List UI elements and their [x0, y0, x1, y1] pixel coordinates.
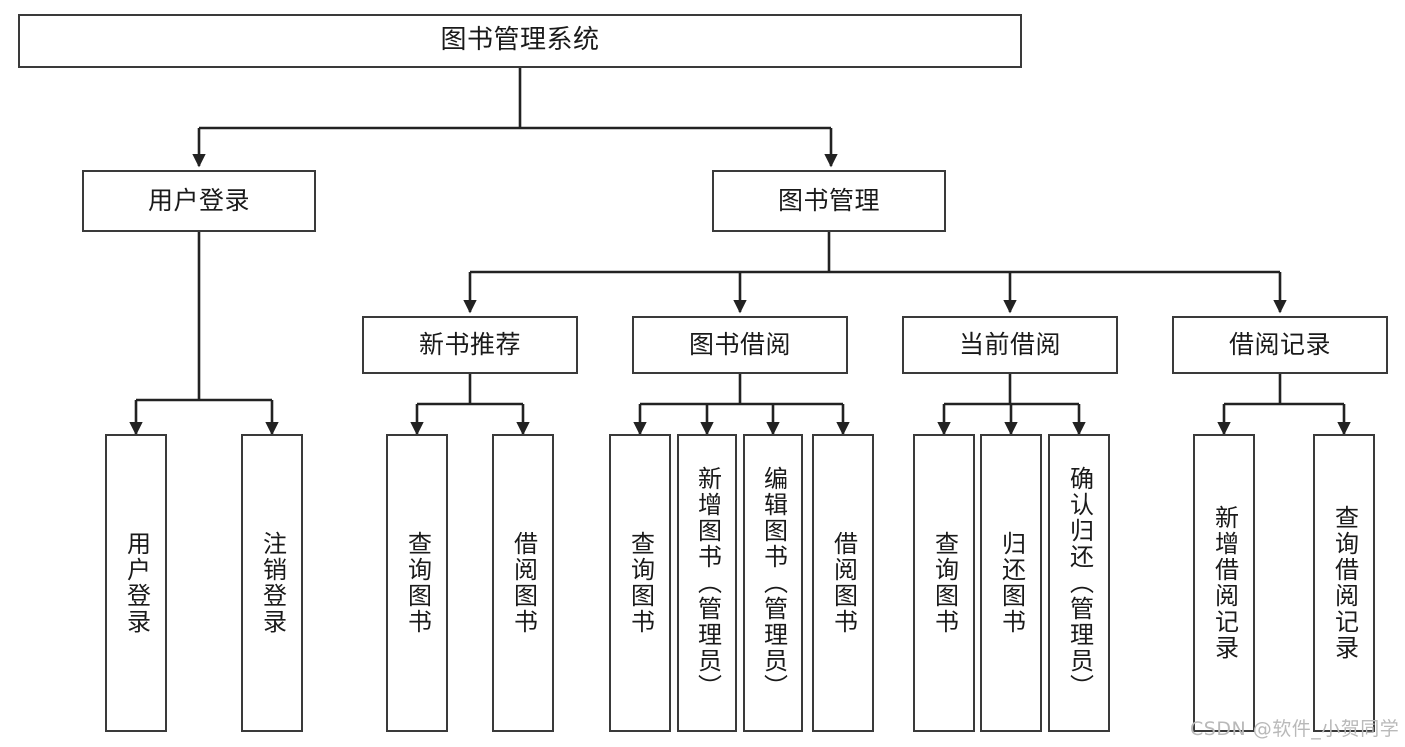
node-leaf-query-book-2-label: 查询图书	[626, 531, 655, 635]
node-leaf-borrow-book-1-label: 借阅图书	[509, 531, 538, 635]
node-leaf-query-book-1[interactable]: 查询图书	[386, 434, 448, 732]
node-leaf-confirm-return[interactable]: 确认归还（管理员）	[1048, 434, 1110, 732]
node-leaf-user-login[interactable]: 用户登录	[105, 434, 167, 732]
node-leaf-add-book[interactable]: 新增图书（管理员）	[677, 434, 737, 732]
node-leaf-borrow-book-2-label: 借阅图书	[829, 531, 858, 635]
node-book-borrow-label: 图书借阅	[688, 329, 791, 359]
csdn-watermark: CSDN @软件_小贺同学	[1190, 718, 1400, 740]
node-current-borrow-label: 当前借阅	[958, 329, 1061, 359]
node-leaf-query-book-3[interactable]: 查询图书	[913, 434, 975, 732]
node-current-borrow[interactable]: 当前借阅	[902, 316, 1118, 374]
node-leaf-add-book-label: 新增图书（管理员）	[693, 466, 722, 700]
node-leaf-confirm-return-label: 确认归还（管理员）	[1065, 466, 1094, 700]
node-leaf-query-book-1-label: 查询图书	[403, 531, 432, 635]
node-leaf-return-book-label: 归还图书	[997, 531, 1026, 635]
node-leaf-add-record[interactable]: 新增借阅记录	[1193, 434, 1255, 732]
node-borrow-record-label: 借阅记录	[1228, 329, 1331, 359]
node-leaf-edit-book-label: 编辑图书（管理员）	[759, 466, 788, 700]
node-leaf-query-book-2[interactable]: 查询图书	[609, 434, 671, 732]
node-leaf-logout-login[interactable]: 注销登录	[241, 434, 303, 732]
node-leaf-borrow-book-2[interactable]: 借阅图书	[812, 434, 874, 732]
node-leaf-return-book[interactable]: 归还图书	[980, 434, 1042, 732]
node-book-borrow[interactable]: 图书借阅	[632, 316, 848, 374]
node-root-label: 图书管理系统	[440, 25, 600, 56]
node-user-login-label: 用户登录	[147, 185, 250, 215]
node-leaf-user-login-label: 用户登录	[122, 531, 151, 635]
node-leaf-logout-login-label: 注销登录	[258, 531, 287, 635]
node-user-login[interactable]: 用户登录	[82, 170, 316, 232]
node-book-manage-label: 图书管理	[777, 185, 880, 215]
node-leaf-borrow-book-1[interactable]: 借阅图书	[492, 434, 554, 732]
node-leaf-query-record-label: 查询借阅记录	[1330, 505, 1359, 661]
node-book-manage[interactable]: 图书管理	[712, 170, 946, 232]
node-leaf-edit-book[interactable]: 编辑图书（管理员）	[743, 434, 803, 732]
node-leaf-query-book-3-label: 查询图书	[930, 531, 959, 635]
node-new-book-rec[interactable]: 新书推荐	[362, 316, 578, 374]
node-new-book-rec-label: 新书推荐	[418, 329, 521, 359]
node-borrow-record[interactable]: 借阅记录	[1172, 316, 1388, 374]
node-leaf-query-record[interactable]: 查询借阅记录	[1313, 434, 1375, 732]
node-leaf-add-record-label: 新增借阅记录	[1210, 505, 1239, 661]
node-root[interactable]: 图书管理系统	[18, 14, 1022, 68]
